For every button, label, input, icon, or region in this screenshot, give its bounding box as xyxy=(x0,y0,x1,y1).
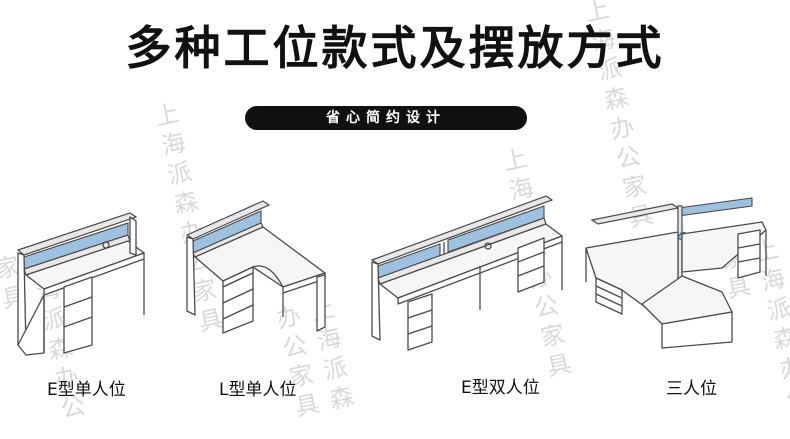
e-single-desk-illustration xyxy=(16,212,145,356)
item-label: E型单人位 xyxy=(47,380,126,400)
page-title: 多种工位款式及摆放方式 xyxy=(125,21,665,75)
item-label: 三人位 xyxy=(666,379,717,399)
l-single-desk-illustration xyxy=(185,200,326,334)
e-double-desk-illustration xyxy=(370,195,563,351)
three-person-desk-illustration xyxy=(585,197,767,349)
subtitle-badge: 省心简约设计 xyxy=(245,106,527,130)
item-label: E型双人位 xyxy=(461,378,540,398)
item-label: L型单人位 xyxy=(219,380,297,400)
